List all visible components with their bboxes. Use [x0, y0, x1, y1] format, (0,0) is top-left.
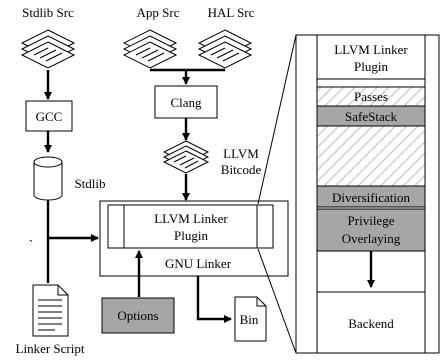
bin-document-icon: [234, 296, 267, 342]
clang-label: Clang: [170, 95, 202, 110]
gcc-box: [25, 100, 73, 132]
llvm-bitcode-label-line1: LLVM: [223, 146, 259, 161]
stdlib-archive-icon: [33, 156, 63, 201]
privilege-overlaying-block: [316, 208, 426, 252]
gnu-linker-label: GNU Linker: [165, 256, 232, 271]
options-box: [101, 297, 175, 334]
stdlib-src-label: Stdlib Src: [22, 5, 74, 20]
linker-script-document-icon: [32, 284, 69, 337]
gcc-label: GCC: [36, 109, 63, 124]
app-src-label: App Src: [137, 5, 180, 20]
linker-script-label: Linker Script: [16, 341, 85, 356]
llvm-linker-plugin-box: [107, 204, 274, 249]
zoom-line-bottom: [257, 248, 297, 354]
hal-src-label: HAL Src: [208, 5, 255, 20]
app-src-stack-icon: [122, 29, 178, 69]
passes-label: Passes: [354, 89, 388, 104]
diversification-block: [316, 185, 426, 208]
options-label: Options: [117, 308, 158, 323]
hal-src-stack-icon: [197, 29, 253, 69]
diversification-label: Diversification: [332, 190, 410, 205]
zoom-line-top: [257, 34, 297, 205]
llvm-bitcode-label-line2: Bitcode: [221, 162, 262, 177]
plugin-label-line2: Plugin: [174, 228, 208, 243]
llvm-bitcode-stack-icon: [162, 140, 210, 174]
expanded-title-line2: Plugin: [354, 59, 388, 74]
stray-backtick-mark: `: [29, 237, 33, 252]
expanded-title-line1: LLVM Linker: [334, 42, 408, 57]
stdlib-src-stack-icon: [20, 29, 76, 69]
plugin-label-line1: LLVM Linker: [154, 211, 228, 226]
safestack-label: SafeStack: [345, 109, 397, 124]
backend-label: Backend: [348, 316, 394, 331]
passes-hatched-area: [316, 125, 426, 187]
privilege-label-line1: Privilege: [348, 213, 395, 228]
stdlib-label: Stdlib: [74, 176, 105, 191]
clang-box: [154, 85, 218, 119]
privilege-label-line2: Overlaying: [342, 231, 401, 246]
edge-linker-to-bin: [196, 276, 232, 323]
bin-label: Bin: [240, 312, 259, 327]
